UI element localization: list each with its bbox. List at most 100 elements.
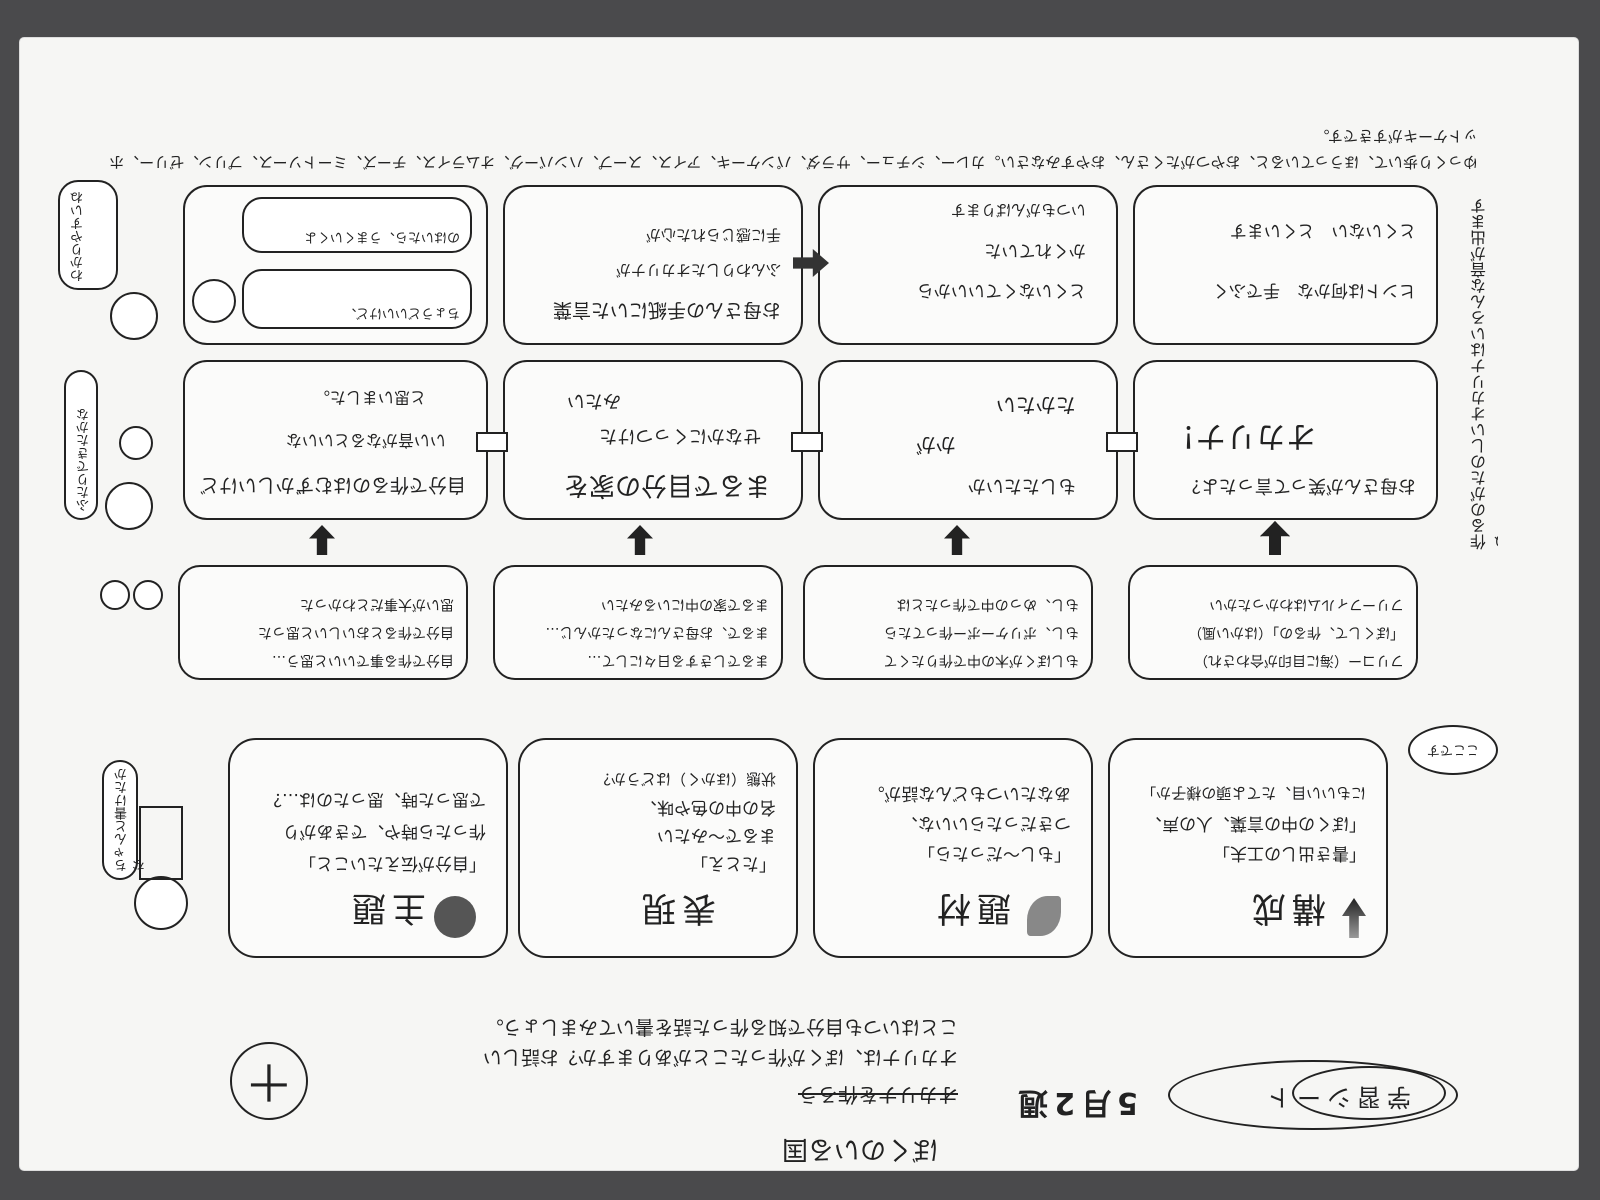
card-expression-line3: 名の中の色や味、 <box>640 797 776 817</box>
title-circle-char: 十 <box>249 1058 289 1104</box>
flow-box-1-3-line1: まるで目分の家を <box>562 470 771 500</box>
card-expression-line2: まるで〜みたい <box>657 825 776 845</box>
flow-arrow-2 <box>944 525 970 555</box>
bottom-text: ゆっくり歩いて、ほうっていると、おやつがたくさん、おやすみなさい。カレー、シチュ… <box>98 115 1478 175</box>
flow-box-1-2-line3: たかたい <box>996 393 1076 417</box>
flow-box-2-3-line3: 手に感じられた心が <box>645 226 781 244</box>
instructions-line1: オカリナは、ぼくが作ったことがありますか？お話しい <box>482 1046 958 1068</box>
flow-box-2-2-line1: とくいなくていいから <box>917 280 1086 300</box>
example-box-1-line3: フリーフィルムはわかったかい <box>1209 596 1404 612</box>
example-box-1-line1: フリコー（海に目印が合わされ） <box>1194 652 1404 668</box>
doodle-bubble-top-text: わかりやすいね <box>71 191 86 282</box>
worksheet-content-rotated: 学習シート 5月2週 オカリナを作ろう 十 オカリナは、ぼくが作ったことがありま… <box>20 38 1578 1170</box>
doodle-bubble-mid: ふたりできたかな <box>64 370 98 520</box>
example-box-4-line1: 自分で作る事でいいと思う… <box>272 652 454 668</box>
example-box-4: 自分で作る事でいいと思う… 自分で作るとおいしいと思った 思いが大事だとわかった <box>178 565 468 680</box>
flow-box-2-3-line2: ふんわりしたオカリナが <box>615 261 781 279</box>
chip-bubble: ここです <box>1408 725 1498 775</box>
flow-h-arrow-1 <box>1106 432 1138 452</box>
flow-box-1-1: お母さんが笑って言ったよ？ オカリナ！ <box>1133 360 1438 520</box>
card-structure-line1: 「書き出しの工夫」 <box>1213 843 1366 863</box>
card-theme-title: 主題 <box>346 888 426 928</box>
footnote: ぼくのいる国 <box>781 1134 938 1164</box>
flow-box-2-1: ヒントは何かな 手でふく とくいない とくいます <box>1133 185 1438 345</box>
flow-box-2-4-bubble-2: のはいたら、うまくいくよ <box>242 197 472 253</box>
doodle-face-mid-1 <box>105 482 153 530</box>
flow-box-2-2-line3: いつもがんばります <box>950 201 1086 219</box>
flow-arrow-4 <box>309 525 335 555</box>
flow-box-2-1-line1: ヒントは何かな 手でふく <box>1212 280 1416 300</box>
flow-box-1-2: もしたたいか かが たかたい <box>818 360 1118 520</box>
card-expression-line1: 「たとえ」 <box>691 853 776 873</box>
flow-box-1-2-line2: かが <box>916 433 956 457</box>
flow-box-2-1-line2: とくいない とくいます <box>1230 220 1416 240</box>
flow-box-1-2-line1: もしたたいか <box>968 475 1076 496</box>
card-theme-line1: 「自分が伝えたいこと」 <box>299 853 486 873</box>
date-label: 5月2週 <box>1012 1085 1138 1120</box>
doodle-character-face <box>134 876 188 930</box>
side-text: 作るのがたのしいオカリナはいろんな音が出ますね…… <box>1468 180 1498 550</box>
card-subject-title: 題材 <box>931 888 1011 928</box>
example-box-2-line2: もし、ボリケーボー作ってたら <box>883 624 1079 640</box>
sheet-label: 学習シート <box>1261 1083 1411 1111</box>
card-expression-line4: 状態（ほかく）はどうか？ <box>595 770 776 788</box>
card-structure-line2: 「ぼくの中の言葉、人の声、 <box>1145 813 1366 833</box>
sheet-label-oval: 学習シート <box>1168 1060 1458 1130</box>
card-theme: 主題 「自分が伝えたいこと」 作ったら時や、できあがり で思った時、思ったのは…… <box>228 738 508 958</box>
card-structure-line3: にもいい目、たてよ頭の様子か」 <box>1141 784 1366 802</box>
flow-box-2-4-line2: のはいたら、うまくいくよ <box>303 229 460 244</box>
example-box-2: もしぼくが木の中で作りたくて もし、ボリケーボー作ってたら もし、めっの中で作っ… <box>803 565 1093 680</box>
leaf-icon <box>1027 896 1061 936</box>
card-subject-line1: 「もし〜だったら」 <box>918 843 1071 863</box>
flow-box-2-3: お母さんの手紙にいた言葉 ふんわりしたオカリナが 手に感じられた心が <box>503 185 803 345</box>
card-expression: 表現 「たとえ」 まるで〜みたい 名の中の色や味、 状態（ほかく）はどうか？ <box>518 738 798 958</box>
flow-arrow-1 <box>1260 521 1290 555</box>
example-box-4-line3: 思いが大事だとわかった <box>300 596 454 612</box>
flow-box-2-2-line2: かくれていた <box>984 240 1087 260</box>
flow-box-2-4-bubble: ちょうどいいけど、 <box>242 269 472 329</box>
flow-box-1-4-line1: 自分で作るのはむずかしいけど <box>199 474 466 496</box>
flow-arrow-3 <box>627 525 653 555</box>
card-theme-line3: で思った時、思ったのは…？ <box>265 789 486 809</box>
flow-box-2-4-line1: ちょうどいいけど、 <box>343 305 460 320</box>
example-box-4-line2: 自分で作るとおいしいと思った <box>258 624 454 640</box>
flow-box-1-3-line2: せなかにくっつけた <box>599 425 761 446</box>
doodle-face-mid-2 <box>119 426 153 460</box>
doodle-bubble-top: わかりやすいね <box>58 180 118 290</box>
card-subject-line2: つきだったらいいな、 <box>901 813 1071 833</box>
music-note-icon <box>434 896 476 938</box>
example-box-3-line3: まるで家の中にいるみたい <box>601 596 769 612</box>
flow-box-1-4-line2: いい音がなるといいな <box>285 431 446 450</box>
flow-h-arrow-2 <box>791 432 823 452</box>
flow-box-2-2: とくいなくていいから かくれていた いつもがんばります <box>818 185 1118 345</box>
flow-box-1-3-line3: みたい <box>567 390 621 411</box>
example-box-3-line1: まるでしきする日々にして… <box>587 652 769 668</box>
flow-box-1-3: まるで目分の家を せなかにくっつけた みたい <box>503 360 803 520</box>
down-arrow-icon <box>1342 898 1366 938</box>
flow-box-2-3-line1: お母さんの手紙にいた言葉 <box>552 299 781 321</box>
bottom-text-content: ゆっくり歩いて、ほうっていると、おやつがたくさん、おやすみなさい。カレー、シチュ… <box>109 127 1478 171</box>
doodle-bubble-bottom: ちゃんと書けたかな <box>102 760 148 880</box>
instructions-line2: ことはいつも自分で知る作った話を書いてみましょう。 <box>484 1016 958 1038</box>
worksheet-title: オカリナを作ろう <box>798 1083 958 1107</box>
example-box-2-line1: もしぼくが木の中で作りたくて <box>883 652 1079 668</box>
doodle-small-face-2 <box>100 580 130 610</box>
example-box-1-line2: 「ぼくして、作るの」（はかい風） <box>1188 624 1404 640</box>
worksheet-paper: 学習シート 5月2週 オカリナを作ろう 十 オカリナは、ぼくが作ったことがありま… <box>20 38 1578 1170</box>
chip-label: ここです <box>1427 742 1480 757</box>
side-text-content: 作るのがたのしいオカリナはいろんな音が出ますね…… <box>1470 198 1498 550</box>
card-structure-title: 構成 <box>1246 888 1326 928</box>
flow-h-arrow-3 <box>476 432 508 452</box>
flow-box-2-4: ちょうどいいけど、 のはいたら、うまくいくよ <box>183 185 488 345</box>
card-theme-line2: 作ったら時や、できあがり <box>282 821 487 841</box>
example-box-3: まるでしきする日々にして… まるで、お母さんになったかんじ… まるで家の中にいる… <box>493 565 783 680</box>
flow-box-1-1-line2: オカリナ！ <box>1166 418 1316 453</box>
card-subject-line3: あなたいつもどんな話が。 <box>867 783 1071 803</box>
card-expression-title: 表現 <box>636 888 716 928</box>
example-box-3-line2: まるで、お母さんになったかんじ… <box>545 624 769 640</box>
card-subject: 題材 「もし〜だったら」 つきだったらいいな、 あなたいつもどんな話が。 <box>813 738 1093 958</box>
doodle-small-face-1 <box>133 580 163 610</box>
doodle-face-top <box>110 292 158 340</box>
flow-box-1-1-line1: お母さんが笑って言ったよ？ <box>1182 475 1416 496</box>
